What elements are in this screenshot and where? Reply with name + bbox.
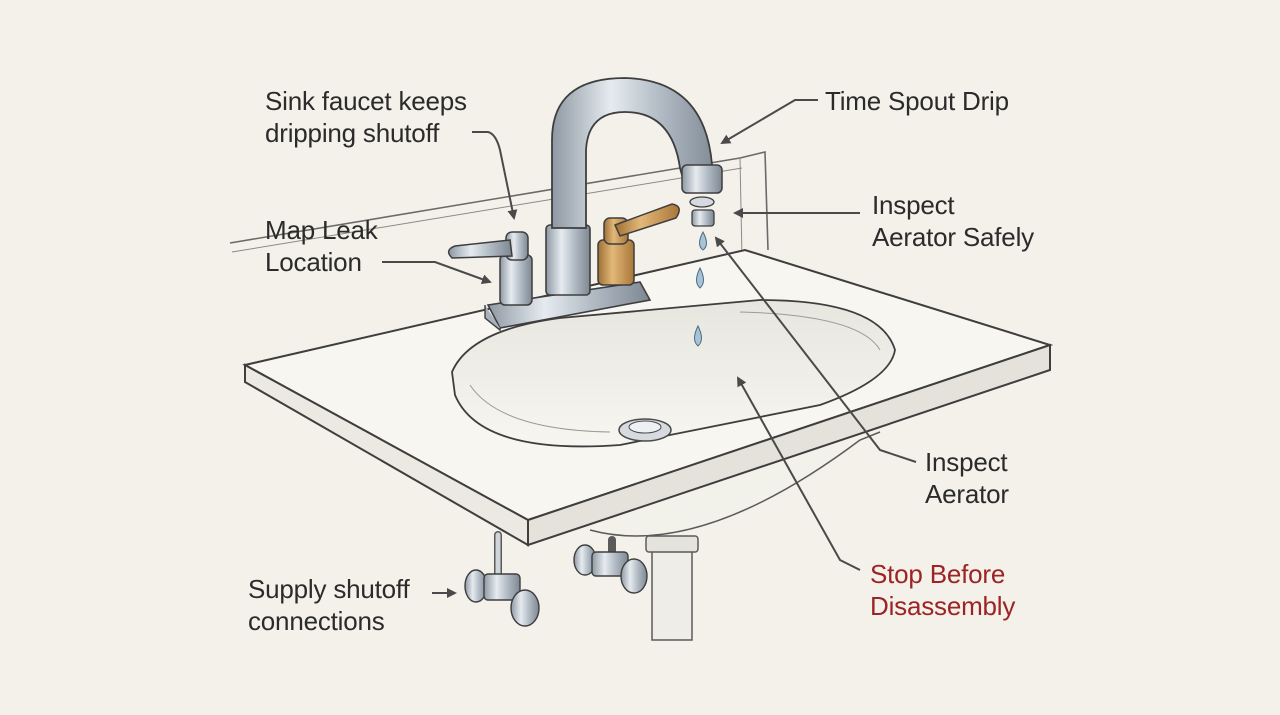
leader-stop-before [737,376,861,571]
shutoff-valve-right [573,536,648,594]
label-inspect-aerator-line2: Aerator [925,479,1009,509]
label-inspect-aerator-safely: Inspect Aerator Safely [872,189,1034,253]
label-spout-drip: Time Spout Drip [825,86,1009,116]
leader-spout-drip [720,99,818,145]
sink-basin [451,299,896,448]
leader-inspect-aerator [714,236,917,463]
label-inspect-aerator-line1: Inspect [925,447,1008,477]
drain-pipe [645,535,699,641]
label-supply-shutoff: Supply shutoff connections [248,573,410,637]
label-supply-shutoff-line2: connections [248,606,385,636]
label-faucet-drip-line1: Sink faucet keeps [265,86,467,116]
under-bowl [589,431,881,537]
label-stop-before-disassembly: Stop Before Disassembly [870,558,1015,622]
aerator-parts [689,196,715,227]
label-map-leak: Map Leak Location [265,214,378,278]
label-inspect-aerator-safely-line2: Aerator Safely [872,222,1034,252]
label-stop-before-line1: Stop Before [870,559,1006,589]
label-faucet-drip: Sink faucet keeps dripping shutoff [265,85,467,149]
shutoff-valve-left [464,531,540,627]
label-map-leak-line1: Map Leak [265,215,378,245]
hot-handle [597,203,680,286]
leader-map-leak [382,261,492,284]
label-stop-before-line2: Disassembly [870,591,1016,621]
label-inspect-aerator-safely-line1: Inspect [872,190,955,220]
faucet-spout [545,77,723,296]
leader-faucet-drip [472,131,518,220]
cold-handle [447,231,533,306]
drain [618,418,672,442]
label-map-leak-line2: Location [265,247,362,277]
water-drop-icon [694,230,707,347]
label-inspect-aerator: Inspect Aerator [925,446,1009,510]
label-supply-shutoff-line1: Supply shutoff [248,574,410,604]
callout-lines [382,99,917,598]
label-faucet-drip-line2: dripping shutoff [265,118,440,148]
